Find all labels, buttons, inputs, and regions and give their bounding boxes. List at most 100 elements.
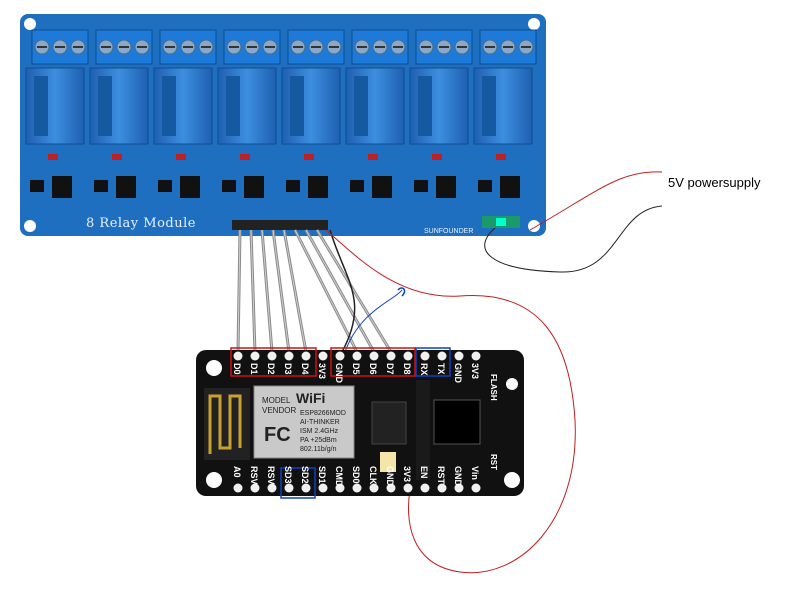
black-ground-wire [484, 205, 663, 273]
highlight-gnd-d8 [330, 347, 416, 377]
relay-led [176, 154, 186, 160]
esp-top-pin-label: D2 [266, 363, 276, 375]
esp-bottom-pin-label: EN [419, 466, 429, 479]
esp-bottom-pin-label: 3V3 [402, 466, 412, 483]
esp-top-pin [267, 351, 277, 361]
red-vcc-wire [325, 229, 576, 574]
esp-bottom-pin [284, 483, 294, 493]
relay-led [368, 154, 378, 160]
relay-board [20, 14, 546, 236]
optocoupler-row [30, 176, 520, 198]
esp-bottom-pin [386, 483, 396, 493]
optocoupler [372, 176, 392, 198]
esp-bottom-pin-label: CLK [368, 466, 378, 485]
highlight-sd3-sd2 [280, 467, 316, 499]
gnd-wire [329, 229, 356, 353]
relay-led [496, 154, 506, 160]
esp-bottom-pin-label: CMD [334, 466, 344, 487]
module-fc: FC [264, 424, 291, 446]
esp-top-pin-label: GND [334, 363, 344, 383]
module-std: 802.11b/g/n [300, 446, 337, 453]
flash-label: FLASH [489, 374, 498, 401]
usb-chip [433, 399, 481, 445]
relay-row [25, 67, 533, 160]
module-maker: AI-THINKER [300, 419, 340, 426]
esp-bottom-pin [420, 483, 430, 493]
module-vendor: VENDOR [262, 406, 297, 415]
module-ism: ISM 2.4GHz [300, 428, 339, 435]
relay-brand: SUNFOUNDER [424, 228, 474, 235]
esp-top-pin-label: 3V3 [317, 363, 327, 380]
optocoupler [244, 176, 264, 198]
relay-led [112, 154, 122, 160]
esp-top-pin-label: RX [419, 363, 429, 376]
esp-top-pin [420, 351, 430, 361]
esp-bottom-pin-label: A0 [232, 466, 242, 478]
esp-top-pin [301, 351, 311, 361]
esp-top-pin [233, 351, 243, 361]
optocoupler [180, 176, 200, 198]
module-model: MODEL [262, 396, 291, 405]
esp-bottom-pin-label: GND [385, 466, 395, 486]
esp-top-pin [250, 351, 260, 361]
relay-led [48, 154, 58, 160]
relay-led [304, 154, 314, 160]
esp-top-pin-label: D4 [300, 363, 310, 375]
esp-top-pin [352, 351, 362, 361]
module-wifi: WiFi [296, 390, 326, 406]
esp8266-board [196, 347, 524, 499]
esp-bottom-pin [250, 483, 260, 493]
esp-bottom-pin [471, 483, 481, 493]
esp-bottom-pin [352, 483, 362, 493]
signal-wires [236, 229, 393, 353]
esp-top-pin-label: 3V3 [470, 363, 480, 380]
esp-top-pin [386, 351, 396, 361]
esp-bottom-pin-label: GND [453, 466, 463, 486]
optocoupler [116, 176, 136, 198]
esp-top-pin [318, 351, 328, 361]
esp-top-pin-label: D7 [385, 363, 395, 375]
optocoupler [308, 176, 328, 198]
esp-bottom-pin-label: SD2 [300, 466, 310, 484]
esp-top-pin-label: D8 [402, 363, 412, 375]
esp-top-pin [471, 351, 481, 361]
esp-top-pin [335, 351, 345, 361]
module-pa: PA +25dBm [300, 437, 337, 444]
rst-side-label: RST [489, 454, 498, 470]
esp-bottom-pin-label: RSV [249, 466, 259, 485]
esp-top-pin [403, 351, 413, 361]
esp-bottom-pin-label: SD3 [283, 466, 293, 484]
esp-top-pin [369, 351, 379, 361]
esp-bottom-pin [267, 483, 277, 493]
esp-bottom-pin-label: Vin [470, 466, 480, 480]
power-supply-label: 5V powersupply [668, 175, 761, 190]
esp-bottom-pin-label: RST [436, 466, 446, 484]
esp-bottom-pin [437, 483, 447, 493]
esp-bottom-pin-label: SD1 [317, 466, 327, 484]
optocoupler [500, 176, 520, 198]
highlight-rx-tx [415, 347, 451, 377]
esp-top-pin [454, 351, 464, 361]
esp-top-pin-row [233, 351, 481, 361]
esp-top-pin [437, 351, 447, 361]
esp-bottom-pin [454, 483, 464, 493]
esp-bottom-pin-label: SD0 [351, 466, 361, 484]
esp-bottom-pin [369, 483, 379, 493]
highlight-d0-d4 [230, 347, 317, 377]
optocoupler [52, 176, 72, 198]
module-chip: ESP8266MOD [300, 410, 346, 417]
esp-top-pin-label: D1 [249, 363, 259, 375]
esp-top-pin-label: D3 [283, 363, 293, 375]
screw-terminals [31, 29, 537, 65]
relay-led [432, 154, 442, 160]
red-power-wire [529, 171, 663, 231]
esp-top-pin-label: GND [453, 363, 463, 383]
optocoupler [436, 176, 456, 198]
esp-top-pin-label: D6 [368, 363, 378, 375]
esp-bottom-pin [233, 483, 243, 493]
esp-top-pin-label: D5 [351, 363, 361, 375]
blue-ground-wire [344, 289, 403, 353]
esp-top-pin [284, 351, 294, 361]
